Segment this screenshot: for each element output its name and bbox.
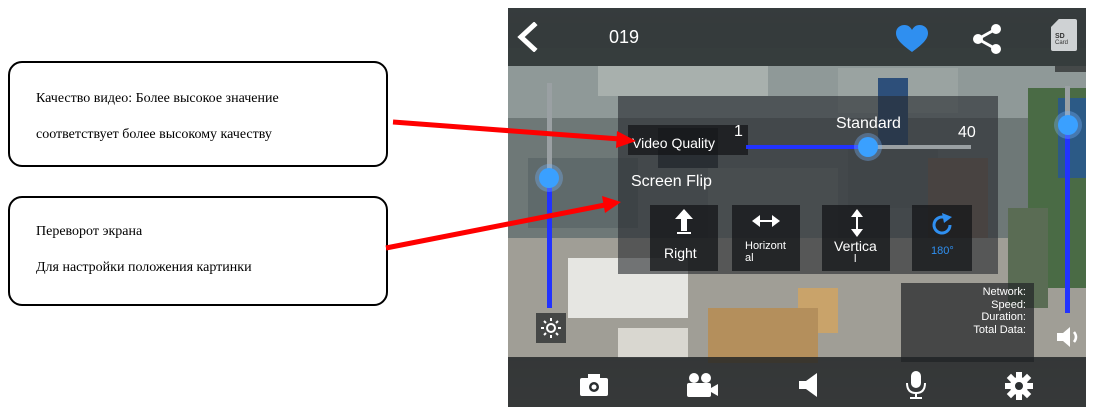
stats-panel: Network: Speed: Duration: Total Data:	[901, 283, 1034, 362]
share-icon[interactable]	[972, 23, 1002, 55]
video-quality-callout-line2: соответствует более высокому качеству	[36, 127, 272, 142]
flip-vertical-label-top: Vertica	[834, 238, 877, 254]
video-player-screen: 019 SD Card Video Quality 1 Standard 40 …	[508, 8, 1086, 407]
stat-network: Network:	[982, 286, 1026, 298]
heart-icon[interactable]	[896, 25, 928, 53]
video-quality-slider-knob[interactable]	[857, 137, 878, 157]
sd-card-icon[interactable]: SD Card	[1051, 19, 1077, 51]
brightness-track-fill	[547, 177, 552, 308]
stat-total-data: Total Data:	[973, 323, 1026, 336]
flip-180-button[interactable]: 180°	[912, 205, 972, 271]
microphone-icon[interactable]	[905, 370, 927, 400]
speaker-icon[interactable]	[797, 372, 823, 398]
screen-flip-label: Screen Flip	[631, 173, 712, 190]
brightness-button[interactable]	[536, 313, 566, 343]
arrows-horizontal-icon	[752, 215, 780, 227]
flip-vertical-button[interactable]: Vertica l	[822, 205, 890, 271]
video-quality-callout-line1: Качество видео: Более высокое значение	[36, 91, 279, 106]
arrow-up-icon	[675, 209, 693, 234]
screen-flip-callout-line1: Переворот экрана	[36, 224, 143, 239]
settings-icon[interactable]	[1005, 372, 1033, 400]
brightness-track-rest	[547, 83, 552, 180]
video-quality-label: Video Quality	[632, 135, 716, 151]
settings-strip	[1055, 66, 1086, 72]
flip-right-button[interactable]: Right	[650, 205, 718, 271]
arrows-vertical-icon	[851, 209, 863, 237]
back-icon[interactable]	[514, 22, 540, 52]
quality-preset-label: Standard	[836, 115, 901, 132]
flip-180-label: 180°	[931, 245, 954, 257]
flip-horizontal-label-top: Horizont	[745, 240, 786, 252]
stat-speed: Speed:	[991, 298, 1026, 311]
sd-card-label-bottom: Card	[1055, 40, 1069, 46]
volume-track-rest	[1065, 86, 1070, 128]
camera-title: 019	[609, 27, 640, 47]
volume-icon[interactable]	[1055, 326, 1083, 348]
video-camera-icon[interactable]	[685, 372, 719, 398]
quality-max-label: 40	[958, 124, 976, 141]
rotate-icon	[932, 213, 952, 235]
screen-flip-callout: Переворот экрана Для настройки положения…	[8, 196, 388, 306]
volume-slider-knob[interactable]	[1058, 114, 1078, 135]
volume-track-fill	[1065, 124, 1070, 313]
camera-icon[interactable]	[579, 373, 609, 397]
top-bar	[508, 8, 1086, 66]
video-quality-panel	[628, 125, 748, 155]
quality-min-label: 1	[734, 123, 743, 140]
video-quality-callout: Качество видео: Более высокое значение с…	[8, 61, 388, 167]
brightness-slider-knob[interactable]	[539, 167, 559, 188]
screen-flip-callout-line2: Для настройки положения картинки	[36, 260, 252, 275]
brightness-icon	[541, 318, 561, 338]
quality-track-fill	[746, 145, 868, 149]
flip-right-label: Right	[664, 245, 697, 261]
flip-horizontal-button[interactable]: Horizont al	[732, 205, 800, 271]
stat-duration: Duration:	[981, 311, 1026, 323]
flip-horizontal-label-bottom: al	[745, 252, 754, 264]
flip-vertical-label-bottom: l	[854, 253, 857, 265]
sd-card-label-top: SD	[1055, 33, 1065, 40]
